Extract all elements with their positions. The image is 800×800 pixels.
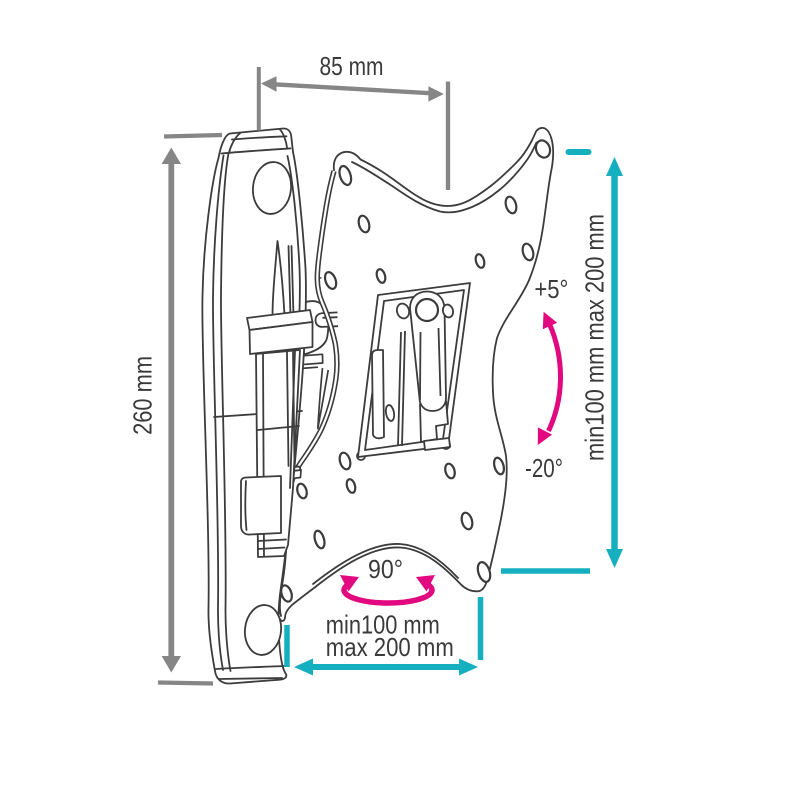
svg-text:+5°: +5° bbox=[534, 274, 568, 304]
svg-text:260 mm: 260 mm bbox=[128, 356, 158, 435]
svg-text:max 200 mm: max 200 mm bbox=[326, 632, 454, 662]
svg-text:-20°: -20° bbox=[525, 453, 563, 483]
svg-text:min100 mm max 200 mm: min100 mm max 200 mm bbox=[580, 214, 610, 461]
svg-text:min100 mm: min100 mm bbox=[326, 610, 440, 640]
svg-text:85 mm: 85 mm bbox=[320, 51, 384, 81]
svg-text:90°: 90° bbox=[368, 554, 403, 584]
